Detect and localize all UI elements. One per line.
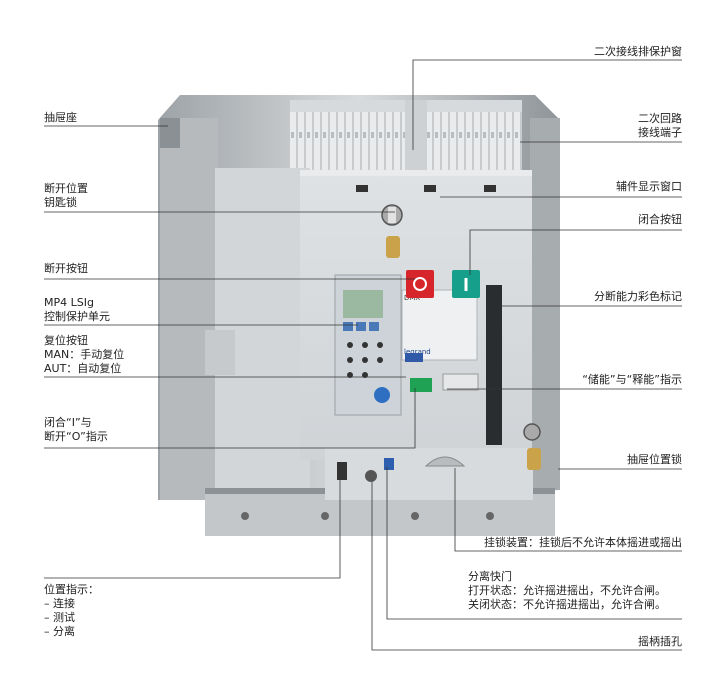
label-drawer-base: 抽屉座 [44, 111, 77, 124]
lower-face [325, 448, 533, 500]
status-indicator [410, 378, 432, 392]
screw-icon [321, 512, 329, 520]
screw-icon [486, 512, 494, 520]
aux-window [484, 185, 496, 192]
key-icon [527, 448, 541, 470]
label-padlock-device: 挂锁装置：挂锁后不允许本体摇进或摇出 [484, 536, 682, 549]
label-secondary-circuit-line2: 接线端子 [638, 126, 682, 139]
open-o-icon [413, 277, 427, 291]
label-position-line1: 位置指示： [44, 583, 99, 596]
aux-window [424, 185, 436, 192]
leader-lines [44, 59, 682, 651]
shutter-indicator [384, 458, 394, 470]
label-close-button: 闭合按钮 [638, 213, 682, 226]
label-reset-line3: AUT：自动复位 [44, 362, 122, 375]
label-open-button: 断开按钮 [44, 262, 88, 275]
key-lock [381, 204, 403, 258]
unit-key-icon [369, 322, 379, 331]
secondary-terminals [290, 100, 522, 178]
label-shutter-line2: 打开状态：允许摇进摇出，不允许合闸。 [468, 584, 666, 597]
reset-button [374, 387, 390, 403]
terminal-cover [405, 100, 427, 178]
label-close-open-line2: 断开“O”指示 [44, 430, 108, 443]
label-position-line4: – 分离 [44, 625, 75, 638]
unit-key-icon [356, 322, 366, 331]
screw-icon [241, 512, 249, 520]
label-position-line3: – 测试 [44, 611, 75, 624]
close-i-icon [464, 278, 468, 291]
label-aux-display-window: 辅件显示窗口 [616, 180, 682, 193]
label-close-open-line1: 闭合“I”与 [44, 416, 92, 429]
label-reset-line1: 复位按钮 [44, 334, 88, 347]
brand-text: legrand [404, 348, 431, 356]
lcd-screen [343, 290, 383, 318]
label-mp4-line1: MP4 LSIg [44, 296, 94, 309]
drawer-base-bracket [160, 118, 180, 148]
nameplate [401, 289, 478, 361]
label-breaking-color-mark: 分断能力彩色标记 [594, 290, 682, 303]
aux-window [356, 185, 368, 192]
crank-hole [365, 470, 377, 482]
open-button [406, 270, 434, 298]
label-shutter-line3: 关闭状态：不允许摇进摇出，允许合闸。 [468, 598, 666, 611]
breaking-color-band [486, 285, 502, 445]
label-open-key-line2: 钥匙锁 [44, 196, 77, 209]
label-crank-hole: 摇柄插孔 [638, 635, 682, 648]
charge-indicator [442, 373, 479, 391]
left-side-plate [160, 118, 218, 500]
screw-icon [411, 512, 419, 520]
label-reset-line2: MAN：手动复位 [44, 348, 125, 361]
label-drawer-position-lock: 抽屉位置锁 [627, 453, 682, 466]
label-secondary-wiring-cover: 二次接线排保护窗 [594, 45, 682, 58]
label-shutter-line1: 分离快门 [468, 570, 512, 583]
reset-selector [405, 353, 423, 362]
side-handle [205, 330, 235, 375]
unit-key-icon [343, 322, 353, 331]
drawer-position-lock [523, 423, 541, 470]
padlock-device [424, 456, 466, 467]
left-side-panel [215, 168, 310, 488]
label-charged-indicator: “储能”与“释能”指示 [582, 373, 682, 386]
label-mp4-line2: 控制保护单元 [44, 310, 110, 323]
label-open-key-line1: 断开位置 [44, 182, 88, 195]
mp4-trip-unit [334, 274, 402, 416]
key-icon [386, 236, 400, 258]
label-secondary-circuit-line1: 二次回路 [638, 112, 682, 125]
position-indicator [337, 462, 347, 480]
label-position-line2: – 连接 [44, 597, 75, 610]
